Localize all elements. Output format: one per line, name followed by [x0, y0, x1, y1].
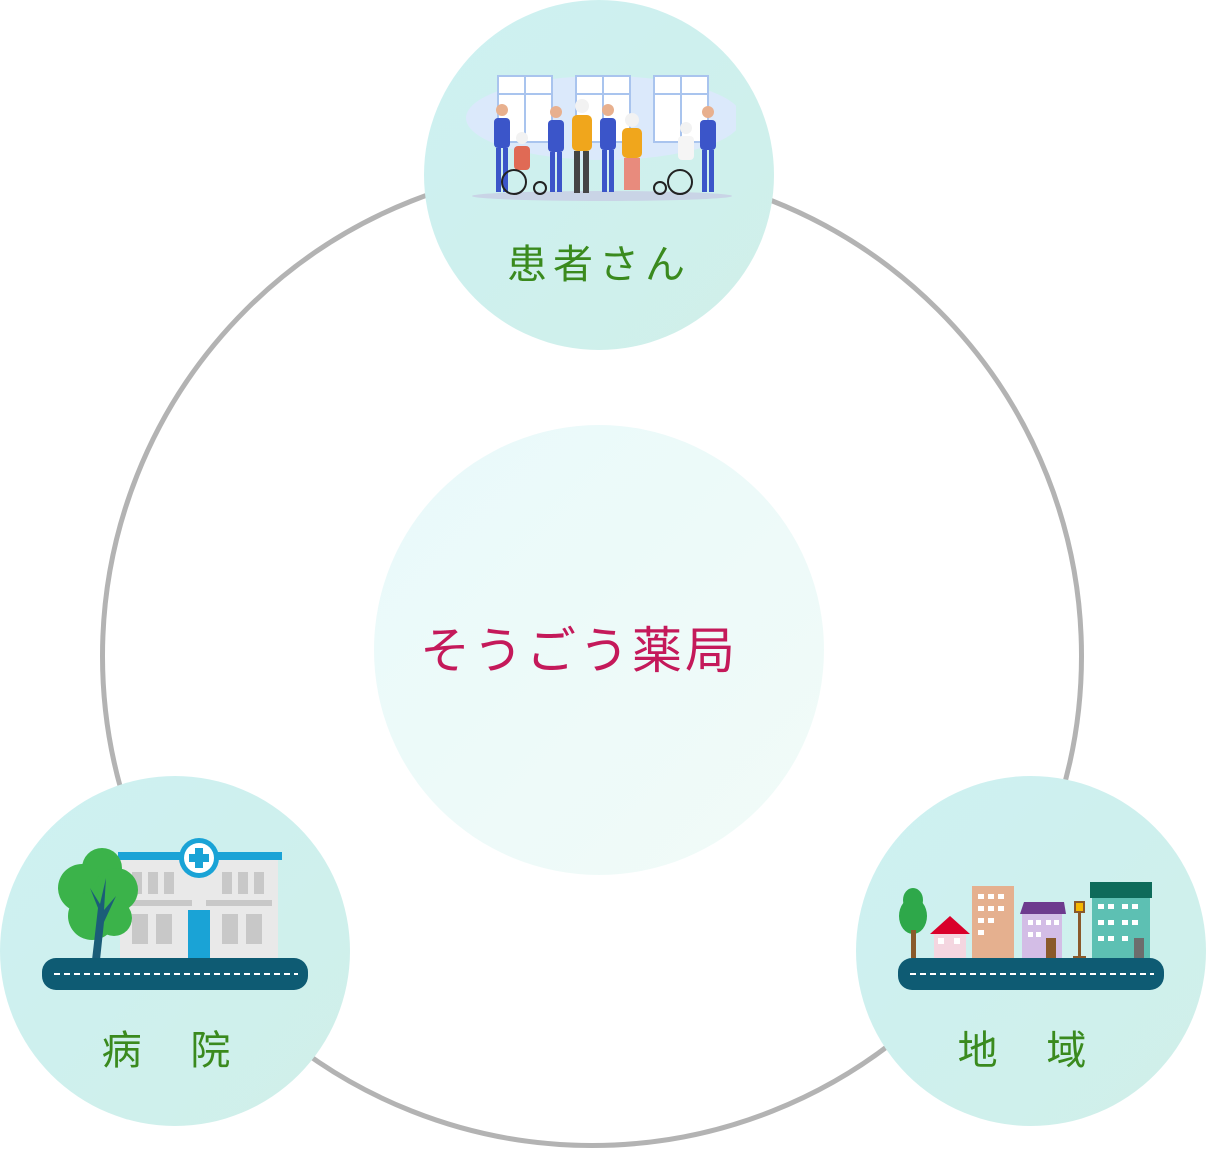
patients-node: 患者さん	[424, 0, 774, 350]
pharmacy-name: そうごう薬局	[420, 622, 738, 680]
pharmacy-center-circle: そうごう薬局	[374, 425, 824, 875]
town-street-illustration	[898, 882, 1164, 990]
patients-label: 患者さん	[507, 242, 691, 288]
hospital-label: 病 院	[101, 1028, 249, 1074]
hospital-building-illustration	[42, 838, 308, 990]
hospital-node: 病 院	[0, 776, 350, 1126]
community-label: 地 域	[957, 1028, 1105, 1074]
community-node: 地 域	[856, 776, 1206, 1126]
patients-care-illustration	[466, 75, 736, 201]
